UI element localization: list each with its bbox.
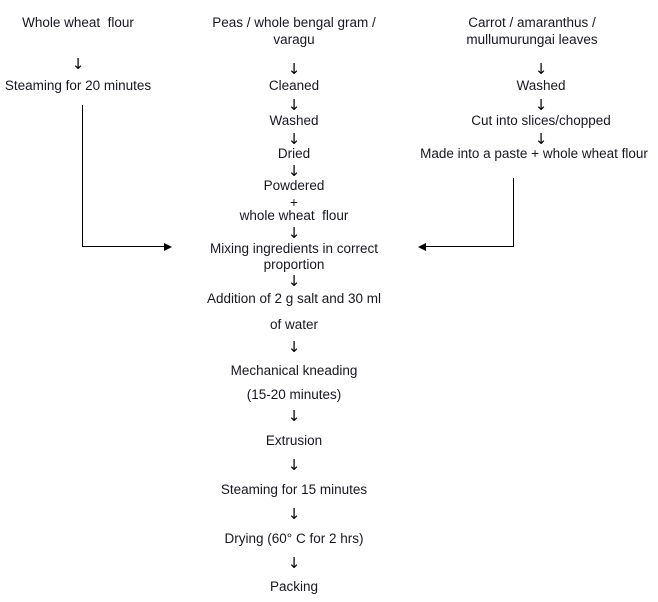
arrow-down-icon-center-9: ↓ [287,456,301,474]
arrow-down-icon-center-5: ↓ [287,224,301,242]
node-drying: Drying (60° C for 2 hrs) [224,531,364,546]
right-branch-horizontal-line [426,246,514,247]
node-washed-center: Washed [269,113,319,128]
node-whole-wheat-flour: Whole wheat flour [22,15,134,30]
arrow-down-icon-center-2: ↓ [287,96,301,114]
arrow-down-icon-center-4: ↓ [287,162,301,180]
node-whole-wheat-flour-center: whole wheat flour [239,208,349,223]
arrow-down-icon-center-11: ↓ [287,554,301,572]
arrow-down-icon-center-8: ↓ [287,407,301,425]
node-mechanical-kneading-line1: Mechanical kneading [230,363,358,378]
node-dried: Dried [277,146,311,161]
arrow-down-icon-center-3: ↓ [287,130,301,148]
arrow-down-icon-center-6: ↓ [287,272,301,290]
node-cut-into-slices: Cut into slices/chopped [471,113,611,128]
node-peas-bengal-gram-varagu-line1: Peas / whole bengal gram / [212,15,376,30]
node-made-into-paste: Made into a paste + whole wheat flour [420,146,648,161]
arrow-down-icon-center-1: ↓ [287,60,301,78]
arrow-down-icon-center-7: ↓ [287,338,301,356]
left-branch-horizontal-line [82,246,164,247]
node-washed-right: Washed [516,78,566,93]
node-powdered: Powdered [263,178,325,193]
node-addition-salt-water-line2: of water [269,317,319,332]
node-addition-salt-water-line1: Addition of 2 g salt and 30 ml [206,291,382,306]
node-mechanical-kneading-line2: (15-20 minutes) [246,387,342,402]
right-branch-arrowhead-icon [418,243,426,251]
node-plus-symbol: + [290,195,298,210]
node-mixing-ingredients-line2: proportion [263,257,325,272]
arrow-down-icon-right-3: ↓ [534,130,548,148]
node-extrusion: Extrusion [265,433,323,448]
node-mixing-ingredients-line1: Mixing ingredients in correct [209,241,379,256]
arrow-down-icon-left-1: ↓ [71,55,85,73]
node-steaming-20-minutes: Steaming for 20 minutes [4,78,152,93]
node-steaming-15-minutes: Steaming for 15 minutes [220,482,368,497]
node-peas-bengal-gram-varagu-line2: varagu [273,32,315,47]
node-packing: Packing [269,579,319,594]
left-branch-vertical-line [82,105,83,247]
node-cleaned: Cleaned [268,78,320,93]
right-branch-vertical-line [513,178,514,247]
node-carrot-amaranthus-line2: mullumurungai leaves [466,32,598,47]
left-branch-arrowhead-icon [164,243,172,251]
node-carrot-amaranthus-line1: Carrot / amaranthus / [468,15,596,30]
arrow-down-icon-center-10: ↓ [287,505,301,523]
arrow-down-icon-right-1: ↓ [534,60,548,78]
arrow-down-icon-right-2: ↓ [534,96,548,114]
